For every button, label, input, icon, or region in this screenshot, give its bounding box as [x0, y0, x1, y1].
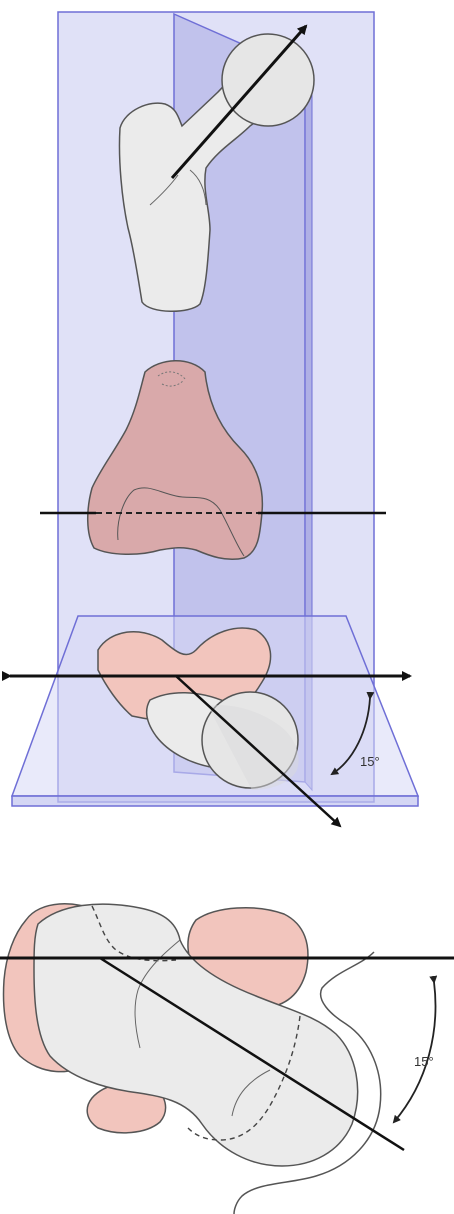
- bottom-angle-label: 15°: [414, 1054, 434, 1069]
- transverse-plane-edge: [12, 796, 418, 806]
- upper-illustration: 15°: [10, 12, 418, 826]
- lower-illustration: 15°: [0, 904, 454, 1214]
- bottom-angle-arc: [394, 982, 435, 1122]
- top-angle-label: 15°: [360, 754, 380, 769]
- femoral-head: [222, 34, 314, 126]
